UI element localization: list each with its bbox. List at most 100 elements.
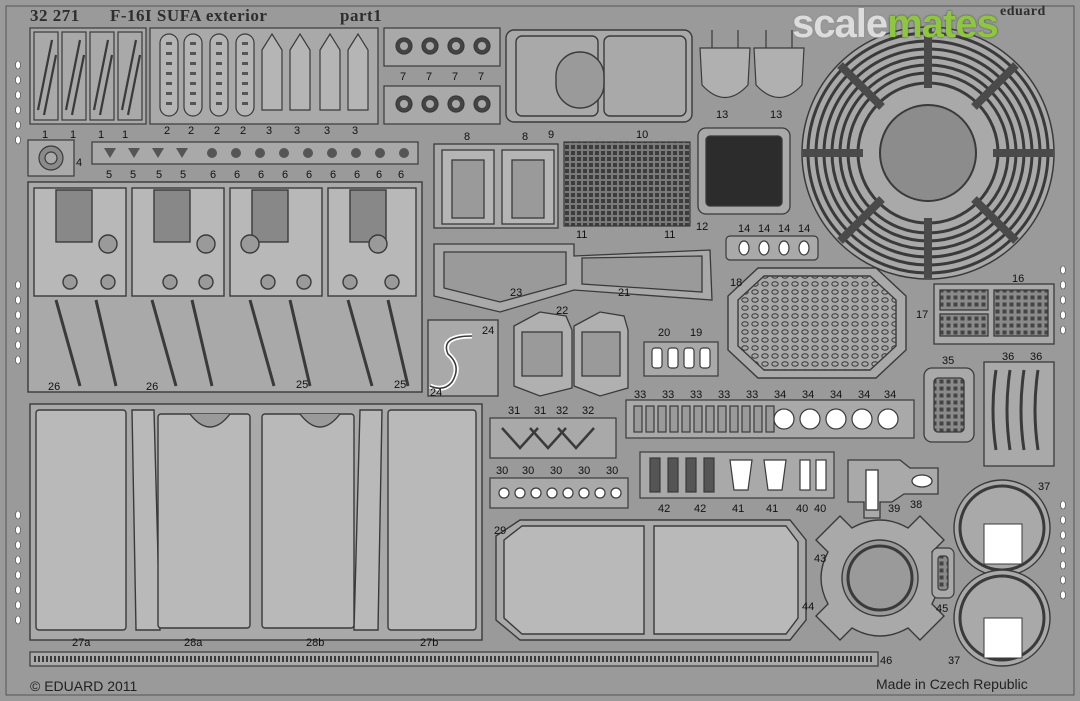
part-24 (427, 319, 499, 397)
sheet-part: part1 (340, 6, 383, 25)
label-5: 5 (106, 169, 112, 181)
label-42: 42 (658, 503, 670, 515)
label-25: 25 (296, 379, 308, 391)
label-6: 6 (354, 169, 360, 181)
label-34: 34 (802, 389, 814, 401)
part-40-42 (639, 451, 835, 499)
label-30: 30 (550, 465, 562, 477)
label-27b: 27b (420, 637, 438, 649)
label-28b: 28b (306, 637, 324, 649)
part-14-group (725, 235, 819, 261)
label-11: 11 (664, 229, 675, 241)
label-24: 24 (482, 325, 494, 337)
label-44: 44 (802, 601, 814, 613)
label-38: 38 (910, 499, 922, 511)
part-8-group (433, 143, 559, 229)
label-33: 33 (690, 389, 702, 401)
label-40: 40 (796, 503, 808, 515)
label-36: 36 (1002, 351, 1014, 363)
label-6: 6 (398, 169, 404, 181)
part-46-strip (29, 651, 879, 667)
label-33: 33 (634, 389, 646, 401)
part-30-strip (489, 477, 629, 509)
label-34: 34 (884, 389, 896, 401)
label-45: 45 (936, 603, 948, 615)
copyright-text: © EDUARD 2011 (30, 678, 138, 694)
label-1: 1 (98, 129, 104, 141)
label-26: 26 (146, 381, 158, 393)
label-6: 6 (306, 169, 312, 181)
label-3: 3 (266, 125, 272, 137)
label-1: 1 (42, 129, 48, 141)
label-19: 19 (690, 327, 702, 339)
label-14: 14 (778, 223, 790, 235)
label-3: 3 (324, 125, 330, 137)
part-1-group (29, 27, 147, 125)
part-9 (505, 29, 693, 123)
label-37: 37 (948, 655, 960, 667)
label-30: 30 (522, 465, 534, 477)
label-5: 5 (156, 169, 162, 181)
label-7: 7 (426, 71, 432, 83)
brand-text: eduard (1000, 4, 1046, 19)
watermark-scale: scale (792, 2, 888, 46)
part-37-rings (953, 479, 1051, 667)
label-31: 31 (534, 405, 546, 417)
label-5: 5 (130, 169, 136, 181)
label-6: 6 (210, 169, 216, 181)
part-29-44-panels (495, 519, 807, 641)
label-6: 6 (258, 169, 264, 181)
label-42: 42 (694, 503, 706, 515)
watermark-mates: mates (887, 2, 999, 46)
part-25-26-panel (27, 181, 423, 393)
label-8: 8 (522, 131, 528, 143)
part-12 (697, 127, 791, 215)
part-number-labels: 1 1 1 1 2 2 2 2 3 3 3 3 4 5 5 5 5 6 6 6 … (42, 71, 1050, 667)
label-34: 34 (858, 389, 870, 401)
label-33: 33 (662, 389, 674, 401)
label-33: 33 (718, 389, 730, 401)
part-4 (27, 139, 75, 177)
part-16-17 (933, 283, 1055, 345)
label-25: 25 (394, 379, 406, 391)
label-24: 24 (430, 387, 442, 399)
label-3: 3 (352, 125, 358, 137)
label-8: 8 (464, 131, 470, 143)
label-3: 3 (294, 125, 300, 137)
label-17: 17 (916, 309, 928, 321)
circular-grille-part (801, 26, 1055, 280)
part-2-3-group (149, 27, 379, 125)
label-7: 7 (452, 71, 458, 83)
origin-text: Made in Czech Republic (876, 676, 1028, 692)
label-26: 26 (48, 381, 60, 393)
label-6: 6 (282, 169, 288, 181)
label-41: 41 (766, 503, 778, 515)
label-18: 18 (730, 277, 742, 289)
label-14: 14 (758, 223, 770, 235)
label-36: 36 (1030, 351, 1042, 363)
part-35 (923, 367, 975, 443)
part-18-mesh (727, 267, 907, 379)
part-11-mesh (563, 141, 691, 227)
label-35: 35 (942, 355, 954, 367)
catalog-number: 32 271 (30, 6, 80, 25)
label-30: 30 (578, 465, 590, 477)
label-30: 30 (496, 465, 508, 477)
label-7: 7 (478, 71, 484, 83)
label-32: 32 (556, 405, 568, 417)
edge-attachment-dots (15, 60, 1066, 625)
label-16: 16 (1012, 273, 1024, 285)
label-6: 6 (234, 169, 240, 181)
part-31-32 (489, 417, 617, 459)
label-12: 12 (696, 221, 708, 233)
part-27-28-panels (29, 403, 483, 641)
label-20: 20 (658, 327, 670, 339)
part-45 (931, 547, 955, 599)
label-34: 34 (774, 389, 786, 401)
part-21-23-frame (433, 243, 713, 313)
label-29: 29 (494, 525, 506, 537)
label-33: 33 (746, 389, 758, 401)
label-46: 46 (880, 655, 892, 667)
part-7-group (383, 27, 501, 125)
